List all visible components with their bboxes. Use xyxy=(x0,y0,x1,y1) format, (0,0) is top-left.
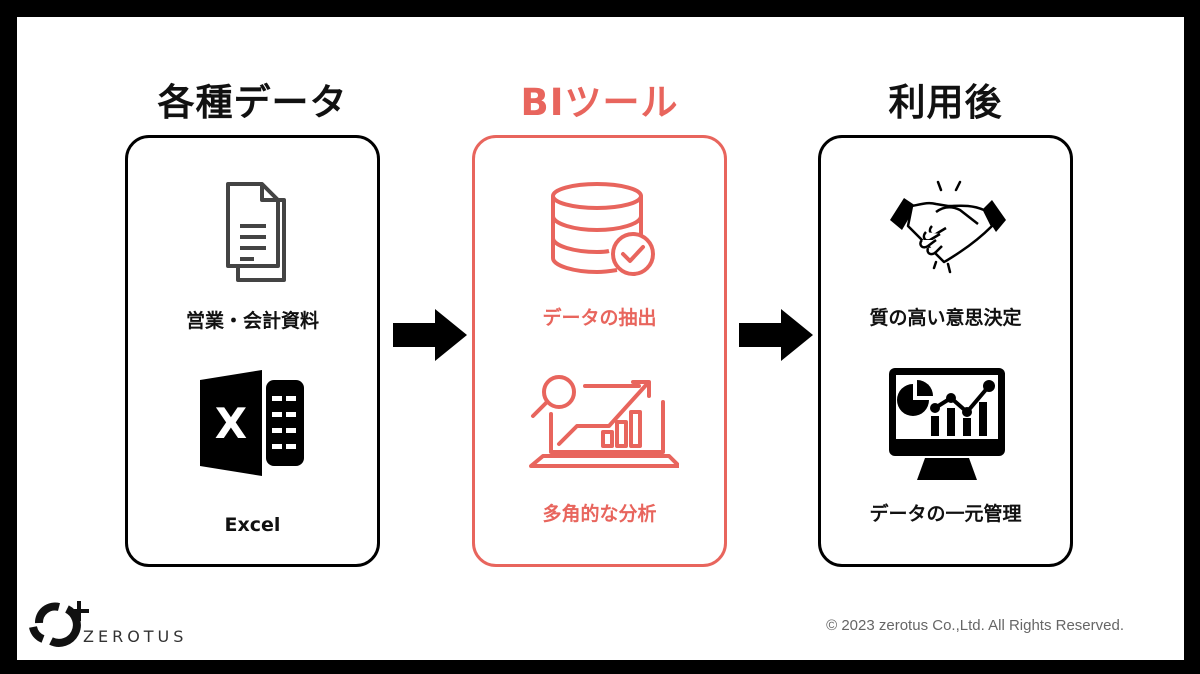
label-multifaceted-analysis: 多角的な分析 xyxy=(542,503,657,525)
monitor-dashboard-icon xyxy=(889,368,1005,480)
slide: 各種データ 営業・会計資料 X Excel BIツー xyxy=(17,17,1184,660)
label-quality-decision: 質の高い意思決定 xyxy=(869,307,1022,329)
label-unified-data-management: データの一元管理 xyxy=(869,503,1022,525)
arrow-right-icon xyxy=(393,309,467,361)
column-title-data-sources: 各種データ xyxy=(157,81,348,124)
analytics-laptop-icon xyxy=(529,375,679,468)
label-sales-accounting: 営業・会計資料 xyxy=(185,310,319,332)
excel-icon: X xyxy=(200,370,304,476)
logo-text: ZEROTUS xyxy=(83,627,188,646)
after-use-box: 質の高い意思決定 データの一元管理 xyxy=(818,135,1073,567)
zerotus-logo-icon xyxy=(29,601,89,647)
label-data-extraction: データの抽出 xyxy=(542,307,657,329)
column-title-after-use: 利用後 xyxy=(888,81,1003,124)
label-excel: Excel xyxy=(224,514,281,536)
column-title-bi-tool: BIツール xyxy=(520,81,679,124)
arrow-right-icon xyxy=(739,309,813,361)
bi-tool-box: データの抽出 多角的な分析 xyxy=(472,135,727,567)
handshake-icon xyxy=(890,180,1006,274)
copyright-text: © 2023 zerotus Co.,Ltd. All Rights Reser… xyxy=(826,617,1124,634)
document-icon xyxy=(226,182,286,282)
database-check-icon xyxy=(551,182,655,276)
svg-text:X: X xyxy=(215,399,247,448)
data-sources-box: 営業・会計資料 X Excel xyxy=(125,135,380,567)
